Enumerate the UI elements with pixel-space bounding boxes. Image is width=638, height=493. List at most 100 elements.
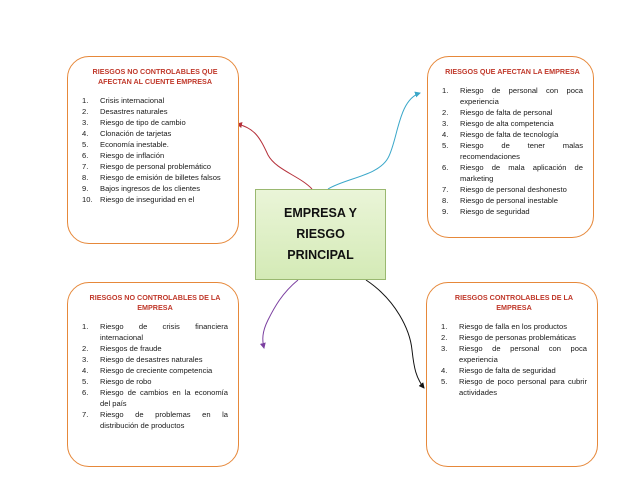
list-item-text: Crisis internacional [100,96,165,105]
list-item: 2. Desastres naturales [82,106,228,117]
box-top-right: RIESGOS QUE AFECTAN LA EMPRESA 1. Riesgo … [427,56,594,238]
list-item-number: 9. [442,207,449,216]
list-item-text: Riesgo de personas problemáticas [459,333,576,342]
list-item: 5. Riesgo de poco personal para cubrir ac… [441,376,587,398]
list-item-text: Riesgo de personal con poca experiencia [459,344,587,364]
list-item-number: 8. [442,196,449,205]
list-item-text: Clonación de tarjetas [100,129,172,138]
list-item: 7. Riesgo de personal deshonesto [442,184,583,195]
list-item-text: Economía inestable. [100,140,169,149]
center-title: EMPRESA Y RIESGO PRINCIPAL [284,206,357,262]
list-item-number: 5. [82,377,89,386]
list-item: 2. Riesgos de fraude [82,343,228,354]
list-item-number: 5. [82,140,89,149]
list-item-number: 7. [442,185,449,194]
list-item: 4.Riesgo de creciente competencia [82,365,228,376]
list-item-number: 1. [82,96,89,105]
list-item: 9. Riesgo de seguridad [442,206,583,217]
list-item-number: 2. [441,333,448,342]
box-bottom-right: RIESGOS CONTROLABLES DE LA EMPRESA 1. Rie… [426,282,598,467]
box-bottom-left: RIESGOS NO CONTROLABLES DE LA EMPRESA 1.… [67,282,239,467]
list-item-number: 2. [82,344,89,353]
list-item-number: 7. [82,410,89,419]
list-item: 5. Riesgo de robo [82,376,228,387]
list-item: 3. Riesgo de alta competencia [442,118,583,129]
list-item-number: 6. [82,388,89,397]
list-item-text: Riesgo de desastres naturales [100,355,203,364]
list-item: 8. Riesgo de emisión de billetes falsos [82,172,228,183]
list-item-number: 3. [442,119,449,128]
list-item-number: 1. [441,322,448,331]
list-item: 6. Riesgo de mala aplicación de marketing [442,162,583,184]
box-top-left: RIESGOS NO CONTROLABLES QUE AFECTAN AL C… [67,56,239,244]
list-item: 3. Riesgo de tipo de cambio [82,117,228,128]
list-item-text: Riesgo de tipo de cambio [100,118,186,127]
list-item-text: Riesgo de poco personal para cubrir acti… [459,377,587,397]
list-item-number: 10. [82,195,93,204]
box-title: RIESGOS NO CONTROLABLES DE LA EMPRESA [89,293,221,312]
list-item: 3. Riesgo de personal con poca experienci… [441,343,587,365]
list-item: 5. Economía inestable. [82,139,228,150]
risk-list: 1. Riesgo de personal con poca experienci… [442,85,583,217]
list-item-number: 1. [82,322,89,331]
box-title: RIESGOS NO CONTROLABLES QUE AFECTAN AL C… [92,67,218,86]
list-item-text: Riesgo de falta de seguridad [459,366,556,375]
connector-top-right [327,91,421,190]
list-item: 1. Riesgo de crisis financiera internacio… [82,321,228,343]
list-item: 1. Crisis internacional [82,95,228,106]
list-item-text: Riesgo de personal inestable [460,196,558,205]
risk-list: 1. Riesgo de crisis financiera internacio… [82,321,228,431]
list-item: 3.Riesgo de desastres naturales [82,354,228,365]
list-item-number: 7. [82,162,89,171]
list-item-text: Riesgos de fraude [100,344,162,353]
list-item-text: Riesgo de robo [100,377,152,386]
list-item-text: Desastres naturales [100,107,168,116]
center-node: EMPRESA Y RIESGO PRINCIPAL [255,189,386,280]
list-item-text: Riesgo de cambios en la economía del paí… [100,388,228,408]
box-title: RIESGOS QUE AFECTAN LA EMPRESA [445,67,580,76]
list-item-text: Riesgo de inseguridad en el [100,195,195,204]
risk-list: 1. Crisis internacional 2. Desastres natura… [82,95,228,205]
connector-bottom-right [365,279,425,389]
list-item-number: 5. [441,377,448,386]
list-item-text: Riesgo de mala aplicación de marketing [460,163,583,183]
list-item-text: Riesgo de alta competencia [460,119,554,128]
list-item-text: Riesgo de personal deshonesto [460,185,567,194]
list-item: 7.Riesgo de problemas en la distribución… [82,409,228,431]
connector-bottom-left [259,279,299,349]
list-item-number: 4. [442,130,449,139]
list-item: 1. Riesgo de falla en los productos [441,321,587,332]
list-item: 5.Riesgo de tener malas recomendaciones [442,140,583,162]
list-item-text: Riesgo de falla en los productos [459,322,568,331]
list-item-text: Bajos ingresos de los clientes [100,184,201,193]
list-item: 6.Riesgo de inflación [82,150,228,161]
list-item: 7. Riesgo de personal problemático [82,161,228,172]
list-item: 4.Riesgo de falta de tecnología [442,129,583,140]
list-item-text: Riesgo de personal con poca experiencia [460,86,583,106]
list-item: 4. Clonación de tarjetas [82,128,228,139]
list-item-number: 5. [442,141,449,150]
list-item-number: 6. [442,163,449,172]
list-item-text: Riesgo de seguridad [460,207,530,216]
list-item: 2. Riesgo de personas problemáticas [441,332,587,343]
list-item: 6. Riesgo de cambios en la economía del p… [82,387,228,409]
list-item-number: 3. [441,344,448,353]
list-item-text: Riesgo de crisis financiera internaciona… [100,322,228,342]
risk-list: 1. Riesgo de falla en los productos 2. Ries… [441,321,587,398]
list-item: 9. Bajos ingresos de los clientes [82,183,228,194]
list-item: 4. Riesgo de falta de seguridad [441,365,587,376]
list-item-number: 8. [82,173,89,182]
list-item-text: Riesgo de emisión de billetes falsos [100,173,221,182]
list-item-text: Riesgo de personal problemático [100,162,212,171]
list-item-number: 6. [82,151,89,160]
list-item: 2.Riesgo de falta de personal [442,107,583,118]
list-item-number: 4. [82,129,89,138]
list-item-number: 2. [82,107,89,116]
box-title: RIESGOS CONTROLABLES DE LA EMPRESA [454,293,574,312]
list-item-number: 9. [82,184,89,193]
list-item-text: Riesgo de creciente competencia [100,366,213,375]
list-item-number: 3. [82,118,89,127]
list-item-number: 1. [442,86,449,95]
list-item-number: 4. [441,366,448,375]
